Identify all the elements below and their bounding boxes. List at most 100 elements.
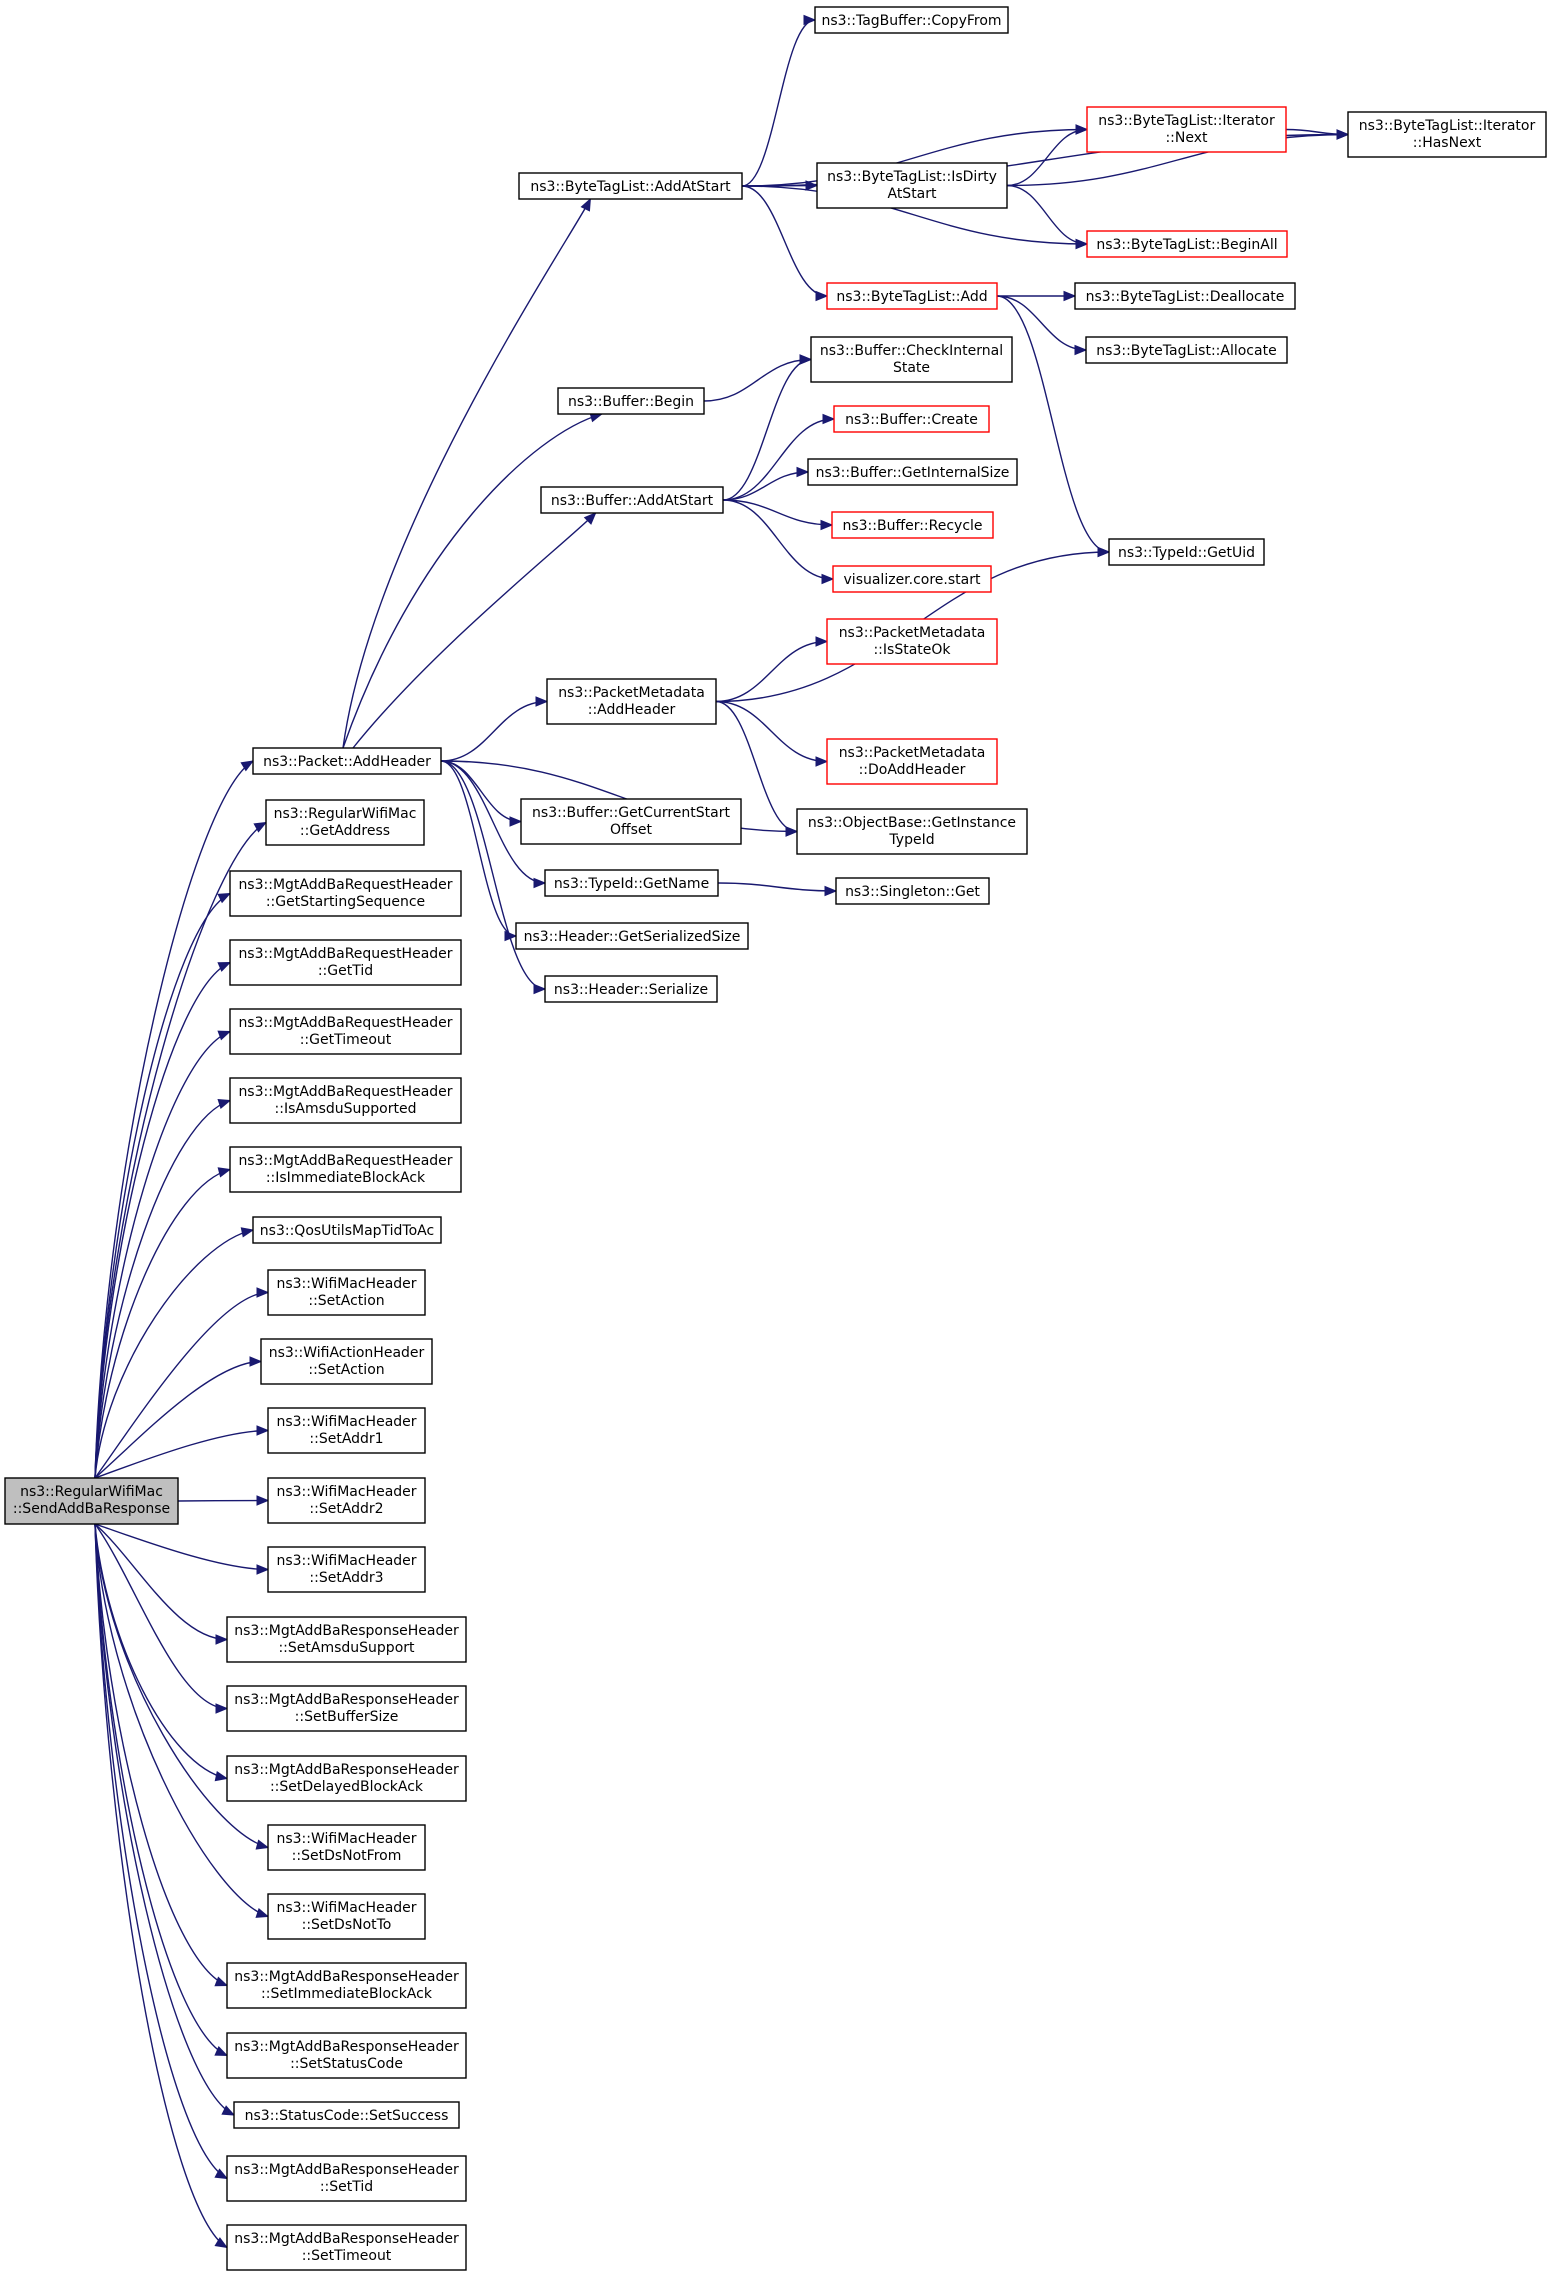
edge-root-to-resp_amsdu — [94, 1523, 228, 1641]
node-mac_setaction[interactable]: ns3::WifiMacHeader::SetAction — [267, 1269, 426, 1316]
node-req_seq-label-1: ::GetStartingSequence — [266, 894, 425, 910]
node-ob_getinstancetypeid-label-0: ns3::ObjectBase::GetInstance — [808, 815, 1016, 831]
node-tagbuffer_copyfrom[interactable]: ns3::TagBuffer::CopyFrom — [814, 6, 1009, 34]
arrowhead-btl_isdirty-to-it_next — [1075, 124, 1089, 135]
node-singleton_get-label-0: ns3::Singleton::Get — [845, 884, 980, 900]
edge-addheader-to-buf_addatstart — [352, 512, 597, 749]
edge-pm_addheader-to-pm_isstateok — [715, 640, 828, 703]
node-getaddress-label-0: ns3::RegularWifiMac — [274, 806, 417, 822]
node-buf_addatstart[interactable]: ns3::Buffer::AddAtStart — [540, 486, 724, 514]
arrowhead-addheader-to-typeid_getname — [533, 877, 547, 889]
edge-root-to-setaddr1 — [94, 1429, 269, 1479]
node-qos_map-box — [252, 1216, 442, 1244]
node-req_tid[interactable]: ns3::MgtAddBaRequestHeader::GetTid — [229, 939, 462, 986]
node-resp_timeout[interactable]: ns3::MgtAddBaResponseHeader::SetTimeout — [226, 2224, 467, 2271]
node-setaddr2[interactable]: ns3::WifiMacHeader::SetAddr2 — [267, 1477, 426, 1524]
node-pm_isstateok[interactable]: ns3::PacketMetadata::IsStateOk — [826, 618, 998, 665]
node-buf_getinternalsize[interactable]: ns3::Buffer::GetInternalSize — [807, 458, 1018, 486]
node-btl_deallocate[interactable]: ns3::ByteTagList::Deallocate — [1074, 282, 1296, 310]
node-buf_create-box — [833, 405, 990, 433]
edge-root-to-dsnotfrom — [94, 1523, 269, 1849]
node-btl_allocate[interactable]: ns3::ByteTagList::Allocate — [1085, 336, 1288, 364]
node-resp_status[interactable]: ns3::MgtAddBaResponseHeader::SetStatusCo… — [226, 2032, 467, 2079]
node-btl_addatstart[interactable]: ns3::ByteTagList::AddAtStart — [518, 172, 743, 200]
node-req_timeout-box — [229, 1008, 462, 1055]
node-setaddr3[interactable]: ns3::WifiMacHeader::SetAddr3 — [267, 1546, 426, 1593]
edge-btl_isdirty-to-btl_beginall — [1006, 184, 1088, 245]
node-buf_create-label-0: ns3::Buffer::Create — [845, 412, 978, 428]
node-setaddr3-label-0: ns3::WifiMacHeader — [276, 1553, 416, 1569]
node-req_seq-label-0: ns3::MgtAddBaRequestHeader — [238, 877, 452, 893]
node-btl_add[interactable]: ns3::ByteTagList::Add — [826, 282, 998, 310]
node-setaddr2-box — [267, 1477, 426, 1524]
node-buf_begin[interactable]: ns3::Buffer::Begin — [557, 387, 705, 415]
edge-root-to-resp_buffer — [94, 1523, 228, 1710]
node-dsnotfrom[interactable]: ns3::WifiMacHeader::SetDsNotFrom — [267, 1824, 426, 1871]
call-graph-nodes: ns3::RegularWifiMac::SendAddBaResponsens… — [4, 6, 1547, 2271]
node-resp_delayed[interactable]: ns3::MgtAddBaResponseHeader::SetDelayedB… — [226, 1755, 467, 1802]
node-it_hasnext[interactable]: ns3::ByteTagList::Iterator::HasNext — [1347, 111, 1547, 158]
edge-btl_addatstart-to-btl_beginall — [741, 185, 1088, 245]
edge-root-to-req_immediate — [94, 1168, 231, 1479]
arrowhead-btl_addatstart-to-btl_add — [815, 290, 829, 302]
edge-btl_isdirty-to-it_hasnext — [1006, 133, 1349, 187]
node-action_setaction[interactable]: ns3::WifiActionHeader::SetAction — [260, 1338, 433, 1385]
node-resp_buffer-label-1: ::SetBufferSize — [295, 1709, 399, 1725]
node-it_hasnext-box — [1347, 111, 1547, 158]
edge-btl_add-to-btl_allocate — [996, 295, 1087, 351]
node-resp_immediate[interactable]: ns3::MgtAddBaResponseHeader::SetImmediat… — [226, 1962, 467, 2009]
node-req_tid-box — [229, 939, 462, 986]
node-setaddr1-box — [267, 1407, 426, 1454]
node-buf_recycle[interactable]: ns3::Buffer::Recycle — [831, 511, 994, 539]
node-setaddr1[interactable]: ns3::WifiMacHeader::SetAddr1 — [267, 1407, 426, 1454]
edge-root-to-setaddr3 — [94, 1523, 269, 1571]
node-resp_tid-box — [226, 2155, 467, 2202]
node-buf_create[interactable]: ns3::Buffer::Create — [833, 405, 990, 433]
node-resp_tid[interactable]: ns3::MgtAddBaResponseHeader::SetTid — [226, 2155, 467, 2202]
node-resp_amsdu[interactable]: ns3::MgtAddBaResponseHeader::SetAmsduSup… — [226, 1616, 467, 1663]
node-dsnotto[interactable]: ns3::WifiMacHeader::SetDsNotTo — [267, 1893, 426, 1940]
edge-addheader-to-pm_addheader — [440, 700, 548, 762]
node-getaddress[interactable]: ns3::RegularWifiMac::GetAddress — [265, 799, 425, 846]
node-pm_doaddheader[interactable]: ns3::PacketMetadata::DoAddHeader — [826, 738, 998, 785]
node-hdr_serialize[interactable]: ns3::Header::Serialize — [544, 975, 718, 1003]
node-singleton_get[interactable]: ns3::Singleton::Get — [835, 877, 990, 905]
node-req_seq[interactable]: ns3::MgtAddBaRequestHeader::GetStartingS… — [229, 870, 462, 917]
node-setaddr1-label-0: ns3::WifiMacHeader — [276, 1414, 416, 1430]
arrowhead-root-to-resp_amsdu — [215, 1634, 229, 1645]
node-btl_beginall[interactable]: ns3::ByteTagList::BeginAll — [1086, 230, 1288, 258]
node-it_next[interactable]: ns3::ByteTagList::Iterator::Next — [1086, 106, 1287, 153]
node-resp_buffer[interactable]: ns3::MgtAddBaResponseHeader::SetBufferSi… — [226, 1685, 467, 1732]
node-addheader[interactable]: ns3::Packet::AddHeader — [252, 747, 442, 775]
node-setsuccess[interactable]: ns3::StatusCode::SetSuccess — [233, 2101, 460, 2129]
node-req_immediate[interactable]: ns3::MgtAddBaRequestHeader::IsImmediateB… — [229, 1146, 462, 1193]
node-typeid_getuid[interactable]: ns3::TypeId::GetUid — [1108, 538, 1265, 566]
node-qos_map[interactable]: ns3::QosUtilsMapTidToAc — [252, 1216, 442, 1244]
node-typeid_getname[interactable]: ns3::TypeId::GetName — [544, 869, 719, 897]
node-req_timeout[interactable]: ns3::MgtAddBaRequestHeader::GetTimeout — [229, 1008, 462, 1055]
node-pm_addheader-box — [546, 678, 717, 725]
node-req_amsdu[interactable]: ns3::MgtAddBaRequestHeader::IsAmsduSuppo… — [229, 1077, 462, 1124]
node-setsuccess-box — [233, 2101, 460, 2129]
node-hdr_getserializedsize[interactable]: ns3::Header::GetSerializedSize — [515, 922, 749, 950]
arrowhead-root-to-action_setaction — [249, 1356, 263, 1367]
node-root[interactable]: ns3::RegularWifiMac::SendAddBaResponse — [4, 1477, 179, 1525]
edge-root-to-addheader — [94, 760, 254, 1479]
node-setaddr3-box — [267, 1546, 426, 1593]
node-qos_map-label-0: ns3::QosUtilsMapTidToAc — [260, 1223, 434, 1239]
node-root-label-0: ns3::RegularWifiMac — [20, 1484, 163, 1500]
node-pm_addheader[interactable]: ns3::PacketMetadata::AddHeader — [546, 678, 717, 725]
arrowhead-buf_addatstart-to-buf_getinternalsize — [796, 466, 810, 478]
arrowhead-btl_add-to-btl_allocate — [1074, 344, 1088, 356]
node-typeid_getuid-box — [1108, 538, 1265, 566]
node-hdr_serialize-label-0: ns3::Header::Serialize — [554, 982, 708, 998]
node-req_amsdu-label-1: ::IsAmsduSupported — [275, 1101, 417, 1117]
arrowhead-addheader-to-hdr_serialize — [533, 983, 547, 995]
node-viz_start[interactable]: visualizer.core.start — [832, 565, 992, 593]
edge-root-to-resp_immediate — [94, 1523, 228, 1987]
node-dsnotto-label-1: ::SetDsNotTo — [302, 1917, 392, 1933]
